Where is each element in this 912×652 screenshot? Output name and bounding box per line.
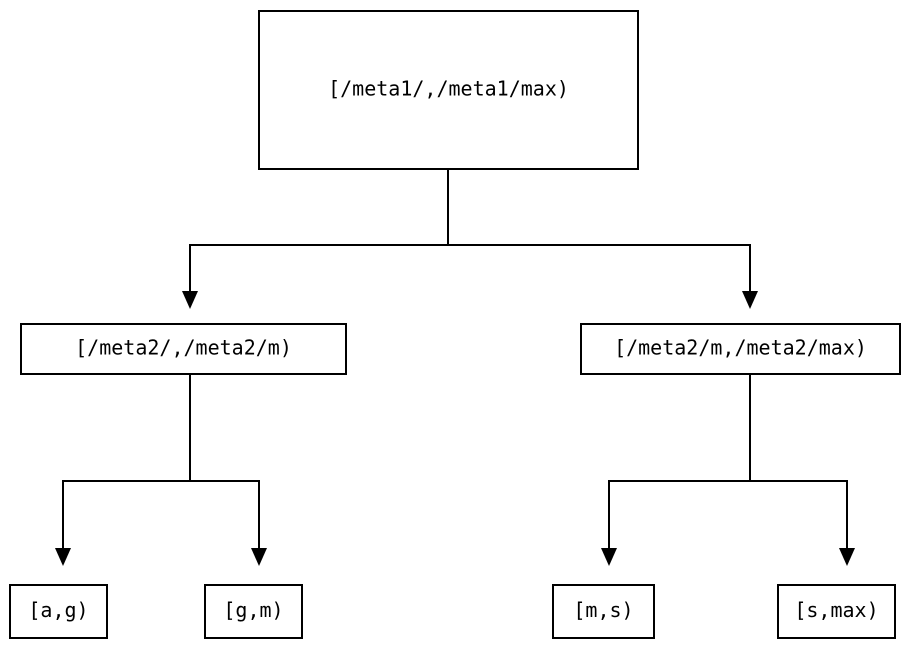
node-root-box[interactable]	[257, 9, 640, 171]
node-mid-left-box[interactable]	[19, 322, 348, 376]
edge-root-to-mid-right	[446, 169, 752, 300]
arrowhead-icon-leaf-2	[251, 548, 267, 566]
arrowhead-icon-mid-left	[182, 291, 198, 309]
arrowhead-icon-leaf-3	[601, 548, 617, 566]
node-leaf-2-label: [g,m)	[223, 598, 283, 622]
node-leaf-1[interactable]: [a,g)	[8, 583, 109, 640]
node-mid-left[interactable]: [/meta2/,/meta2/m)	[19, 322, 348, 376]
edge-group	[61, 169, 849, 557]
node-mid-right[interactable]: [/meta2/m,/meta2/max)	[579, 322, 902, 376]
node-mid-left-label: [/meta2/,/meta2/m)	[75, 336, 292, 360]
edge-mid-left-to-leaf-2	[188, 374, 261, 557]
node-leaf-2-box[interactable]	[203, 583, 304, 640]
node-mid-right-label: [/meta2/m,/meta2/max)	[614, 336, 867, 360]
node-leaf-3-box[interactable]	[551, 583, 656, 640]
edge-mid-left-to-leaf-1	[61, 374, 192, 557]
edge-root-to-mid-left	[188, 169, 450, 300]
arrowhead-icon-leaf-1	[55, 548, 71, 566]
node-root-label: [/meta1/,/meta1/max)	[328, 77, 569, 101]
node-leaf-4[interactable]: [s,max)	[776, 583, 897, 640]
arrowhead-icon-leaf-4	[839, 548, 855, 566]
node-leaf-1-box[interactable]	[8, 583, 109, 640]
node-mid-right-box[interactable]	[579, 322, 902, 376]
node-leaf-1-label: [a,g)	[28, 598, 88, 622]
arrowhead-icon-mid-right	[742, 291, 758, 309]
node-leaf-3[interactable]: [m,s)	[551, 583, 656, 640]
arrowhead-group	[55, 291, 855, 566]
edge-mid-right-to-leaf-4	[748, 374, 849, 557]
node-leaf-3-label: [m,s)	[573, 598, 633, 622]
edge-mid-right-to-leaf-3	[607, 374, 752, 557]
node-leaf-4-box[interactable]	[776, 583, 897, 640]
node-leaf-4-label: [s,max)	[794, 598, 878, 622]
node-root[interactable]: [/meta1/,/meta1/max)	[257, 9, 640, 171]
node-leaf-2[interactable]: [g,m)	[203, 583, 304, 640]
